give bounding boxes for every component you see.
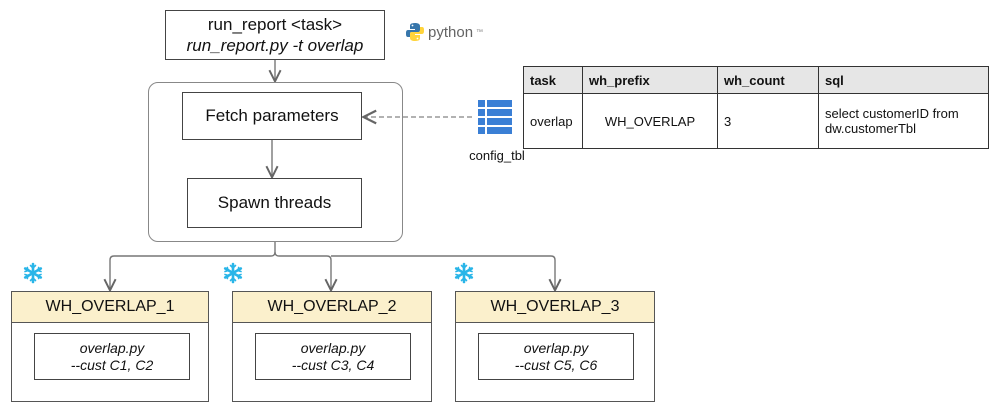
thread-script-box: overlap.py --cust C1, C2 bbox=[34, 333, 190, 380]
snowflake-icon bbox=[223, 262, 243, 284]
arrow-to-wh3 bbox=[331, 255, 555, 289]
warehouse-box-1: WH_OVERLAP_1 overlap.py --cust C1, C2 bbox=[11, 291, 209, 402]
command-example: run_report.py -t overlap bbox=[186, 36, 364, 55]
table-list-icon bbox=[478, 100, 512, 134]
cell-sql: select customerID from dw.customerTbl bbox=[818, 93, 989, 149]
command-line: run_report <task> bbox=[207, 15, 343, 34]
python-trademark: ™ bbox=[476, 28, 484, 36]
command-box: run_report <task> run_report.py -t overl… bbox=[165, 10, 385, 60]
arrow-to-wh2 bbox=[274, 251, 331, 289]
config-table-label: config_tbl bbox=[469, 148, 525, 163]
spawn-threads-step: Spawn threads bbox=[187, 178, 362, 228]
snowflake-icon bbox=[454, 262, 474, 284]
table-row: overlap WH_OVERLAP 3 select customerID f… bbox=[523, 93, 989, 149]
process-container bbox=[148, 82, 403, 242]
column-header-sql: sql bbox=[818, 66, 989, 94]
python-icon bbox=[406, 23, 424, 41]
cell-wh-prefix: WH_OVERLAP bbox=[582, 93, 718, 149]
thread-script-box: overlap.py --cust C3, C4 bbox=[255, 333, 411, 380]
thread-script: overlap.py bbox=[300, 339, 366, 356]
fetch-parameters-step: Fetch parameters bbox=[182, 92, 362, 140]
warehouse-name: WH_OVERLAP_3 bbox=[456, 292, 654, 323]
warehouse-box-2: WH_OVERLAP_2 overlap.py --cust C3, C4 bbox=[232, 291, 432, 402]
snowflake-icon bbox=[23, 262, 43, 284]
config-table: task wh_prefix wh_count sql overlap WH_O… bbox=[523, 66, 989, 149]
warehouse-box-3: WH_OVERLAP_3 overlap.py --cust C5, C6 bbox=[455, 291, 655, 402]
cell-task: overlap bbox=[523, 93, 583, 149]
thread-script: overlap.py bbox=[79, 339, 145, 356]
warehouse-name: WH_OVERLAP_2 bbox=[233, 292, 431, 323]
column-header-task: task bbox=[523, 66, 583, 94]
python-wordmark: python bbox=[428, 23, 474, 41]
thread-args: --cust C1, C2 bbox=[70, 356, 154, 373]
column-header-wh-count: wh_count bbox=[717, 66, 819, 94]
column-header-wh-prefix: wh_prefix bbox=[582, 66, 718, 94]
warehouse-name: WH_OVERLAP_1 bbox=[12, 292, 208, 323]
thread-script: overlap.py bbox=[523, 339, 589, 356]
arrow-to-wh1 bbox=[110, 242, 276, 289]
thread-script-box: overlap.py --cust C5, C6 bbox=[478, 333, 634, 380]
thread-args: --cust C3, C4 bbox=[291, 356, 375, 373]
thread-args: --cust C5, C6 bbox=[514, 356, 598, 373]
cell-wh-count: 3 bbox=[717, 93, 819, 149]
table-header-row: task wh_prefix wh_count sql bbox=[523, 66, 989, 94]
